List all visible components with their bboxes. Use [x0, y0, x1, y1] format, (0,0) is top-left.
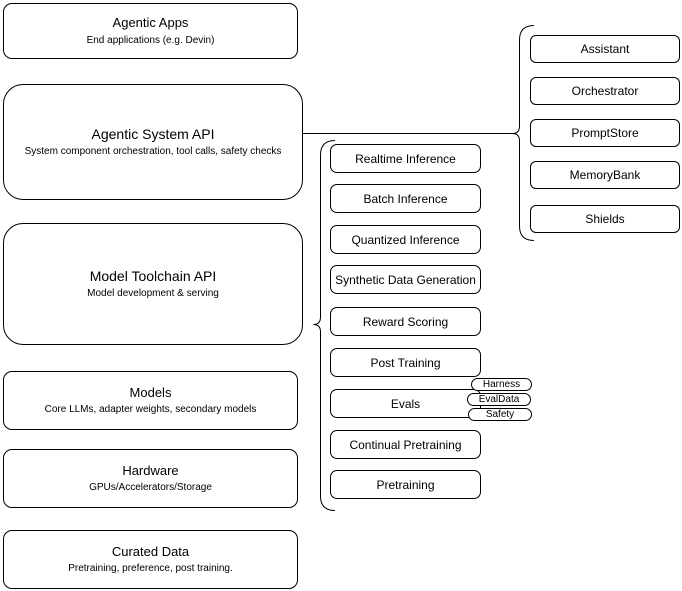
box-agentic-system-api: Agentic System API System component orch… — [3, 84, 303, 200]
brace-system-components — [512, 25, 535, 241]
box-subtitle: System component orchestration, tool cal… — [24, 146, 282, 158]
node-assistant: Assistant — [530, 35, 680, 63]
node-label: Continual Pretraining — [349, 437, 462, 452]
badge-harness: Harness — [471, 378, 532, 391]
node-batch-inference: Batch Inference — [330, 184, 481, 213]
node-label: Shields — [585, 212, 625, 226]
node-label: Quantized Inference — [351, 232, 460, 247]
box-agentic-apps: Agentic Apps End applications (e.g. Devi… — [3, 3, 298, 59]
box-subtitle: Core LLMs, adapter weights, secondary mo… — [44, 404, 257, 416]
box-title: Hardware — [122, 462, 179, 478]
node-label: Reward Scoring — [362, 314, 449, 329]
brace-toolchain-components — [313, 140, 336, 511]
box-title: Models — [129, 384, 172, 400]
box-subtitle: End applications (e.g. Devin) — [86, 34, 215, 46]
node-label: PromptStore — [571, 126, 639, 140]
node-label: Synthetic Data Generation — [335, 272, 476, 287]
node-label: Evals — [390, 396, 421, 411]
box-subtitle: Model development & serving — [87, 288, 219, 300]
node-continual-pretraining: Continual Pretraining — [330, 430, 481, 459]
node-label: Assistant — [580, 42, 630, 56]
badge-label: EvalData — [478, 393, 520, 405]
node-promptstore: PromptStore — [530, 119, 680, 147]
box-title: Model Toolchain API — [89, 267, 217, 284]
node-evals: Evals — [330, 389, 481, 418]
node-quantized-inference: Quantized Inference — [330, 225, 481, 254]
box-title: Agentic System API — [91, 125, 215, 142]
box-title: Agentic Apps — [112, 15, 189, 31]
node-reward-scoring: Reward Scoring — [330, 307, 481, 336]
node-memorybank: MemoryBank — [530, 161, 680, 189]
node-realtime-inference: Realtime Inference — [330, 144, 481, 173]
box-hardware: Hardware GPUs/Accelerators/Storage — [3, 449, 298, 508]
node-label: Batch Inference — [363, 191, 448, 206]
box-curated-data: Curated Data Pretraining, preference, po… — [3, 530, 298, 589]
badge-label: Harness — [482, 378, 521, 390]
node-post-training: Post Training — [330, 348, 481, 377]
box-subtitle: GPUs/Accelerators/Storage — [89, 482, 212, 494]
badge-evaldata: EvalData — [467, 393, 531, 406]
node-label: Post Training — [370, 355, 441, 370]
node-synthetic-data-generation: Synthetic Data Generation — [330, 265, 481, 294]
box-model-toolchain-api: Model Toolchain API Model development & … — [3, 223, 303, 345]
box-models: Models Core LLMs, adapter weights, secon… — [3, 371, 298, 430]
node-label: Realtime Inference — [355, 151, 456, 166]
node-pretraining: Pretraining — [330, 470, 481, 499]
badge-safety: Safety — [468, 408, 532, 421]
box-title: Curated Data — [111, 543, 190, 559]
node-label: MemoryBank — [569, 168, 641, 182]
node-label: Orchestrator — [571, 84, 639, 98]
node-shields: Shields — [530, 205, 680, 233]
badge-label: Safety — [485, 408, 515, 420]
node-orchestrator: Orchestrator — [530, 77, 680, 105]
box-subtitle: Pretraining, preference, post training. — [68, 563, 233, 575]
node-label: Pretraining — [376, 477, 435, 492]
